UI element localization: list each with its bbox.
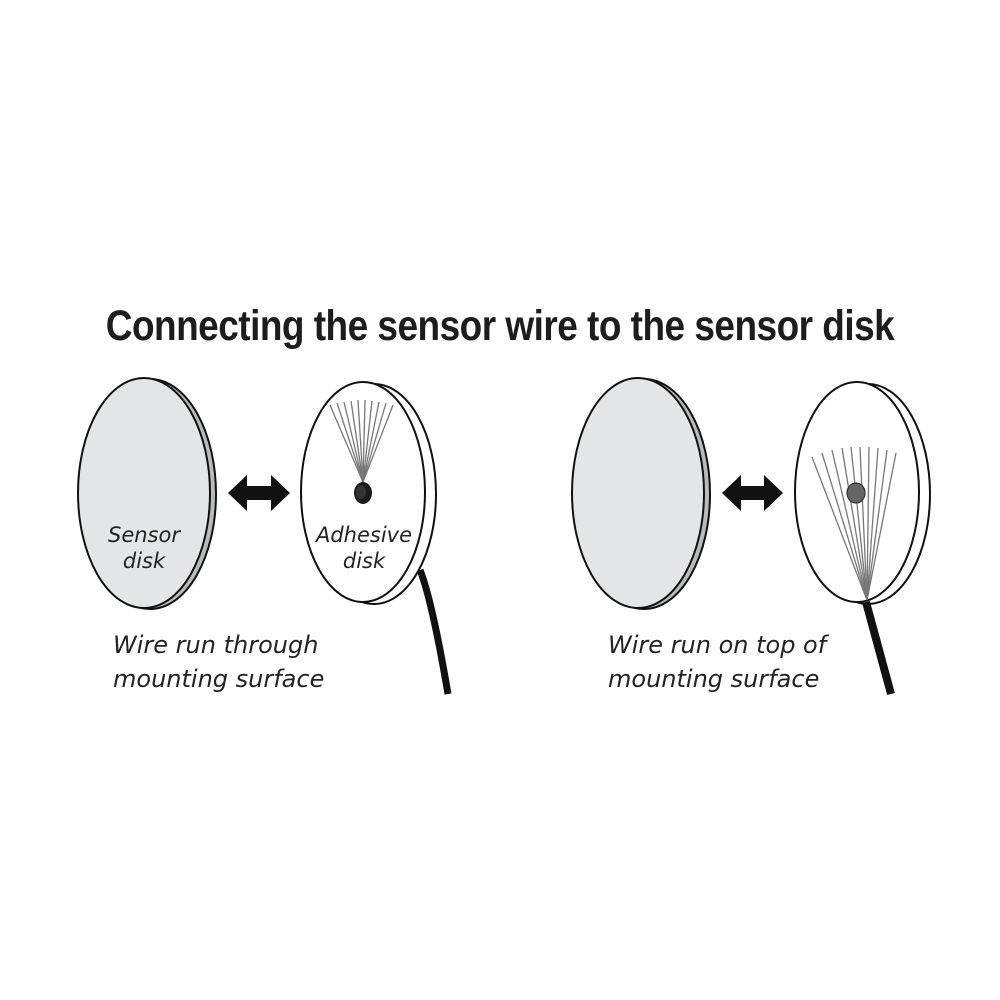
sensor-disk <box>77 377 217 610</box>
wire-hole-dot <box>846 482 866 504</box>
diagram-title: Connecting the sensor wire to the sensor… <box>105 302 895 350</box>
double-headed-arrow-icon <box>228 475 290 511</box>
caption-line1: Wire run through <box>113 631 319 659</box>
caption-wire-on-top: Wire run on top of mounting surface <box>608 628 826 696</box>
caption-line2: mounting surface <box>608 665 820 693</box>
wire-strands <box>811 446 897 601</box>
double-headed-arrow-icon <box>722 475 783 511</box>
caption-line2: mounting surface <box>113 665 325 693</box>
caption-wire-through: Wire run through mounting surface <box>113 628 324 696</box>
adhesive-disk-label-line2: disk <box>343 549 386 573</box>
sensor-cable <box>862 600 895 696</box>
panel-wire-through: Sensor disk Adhesive dis <box>77 377 452 695</box>
wire-strands <box>329 399 394 483</box>
sensor-disk-label-line1: Sensor <box>108 523 181 547</box>
adhesive-disk-label-line1: Adhesive <box>314 523 412 547</box>
sensor-disk <box>571 377 711 610</box>
sensor-disk-label-line2: disk <box>123 549 166 573</box>
wire-hole-dot <box>354 482 372 504</box>
panel-wire-on-top <box>571 377 931 696</box>
sensor-cable <box>416 568 452 695</box>
caption-line1: Wire run on top of <box>608 631 827 659</box>
